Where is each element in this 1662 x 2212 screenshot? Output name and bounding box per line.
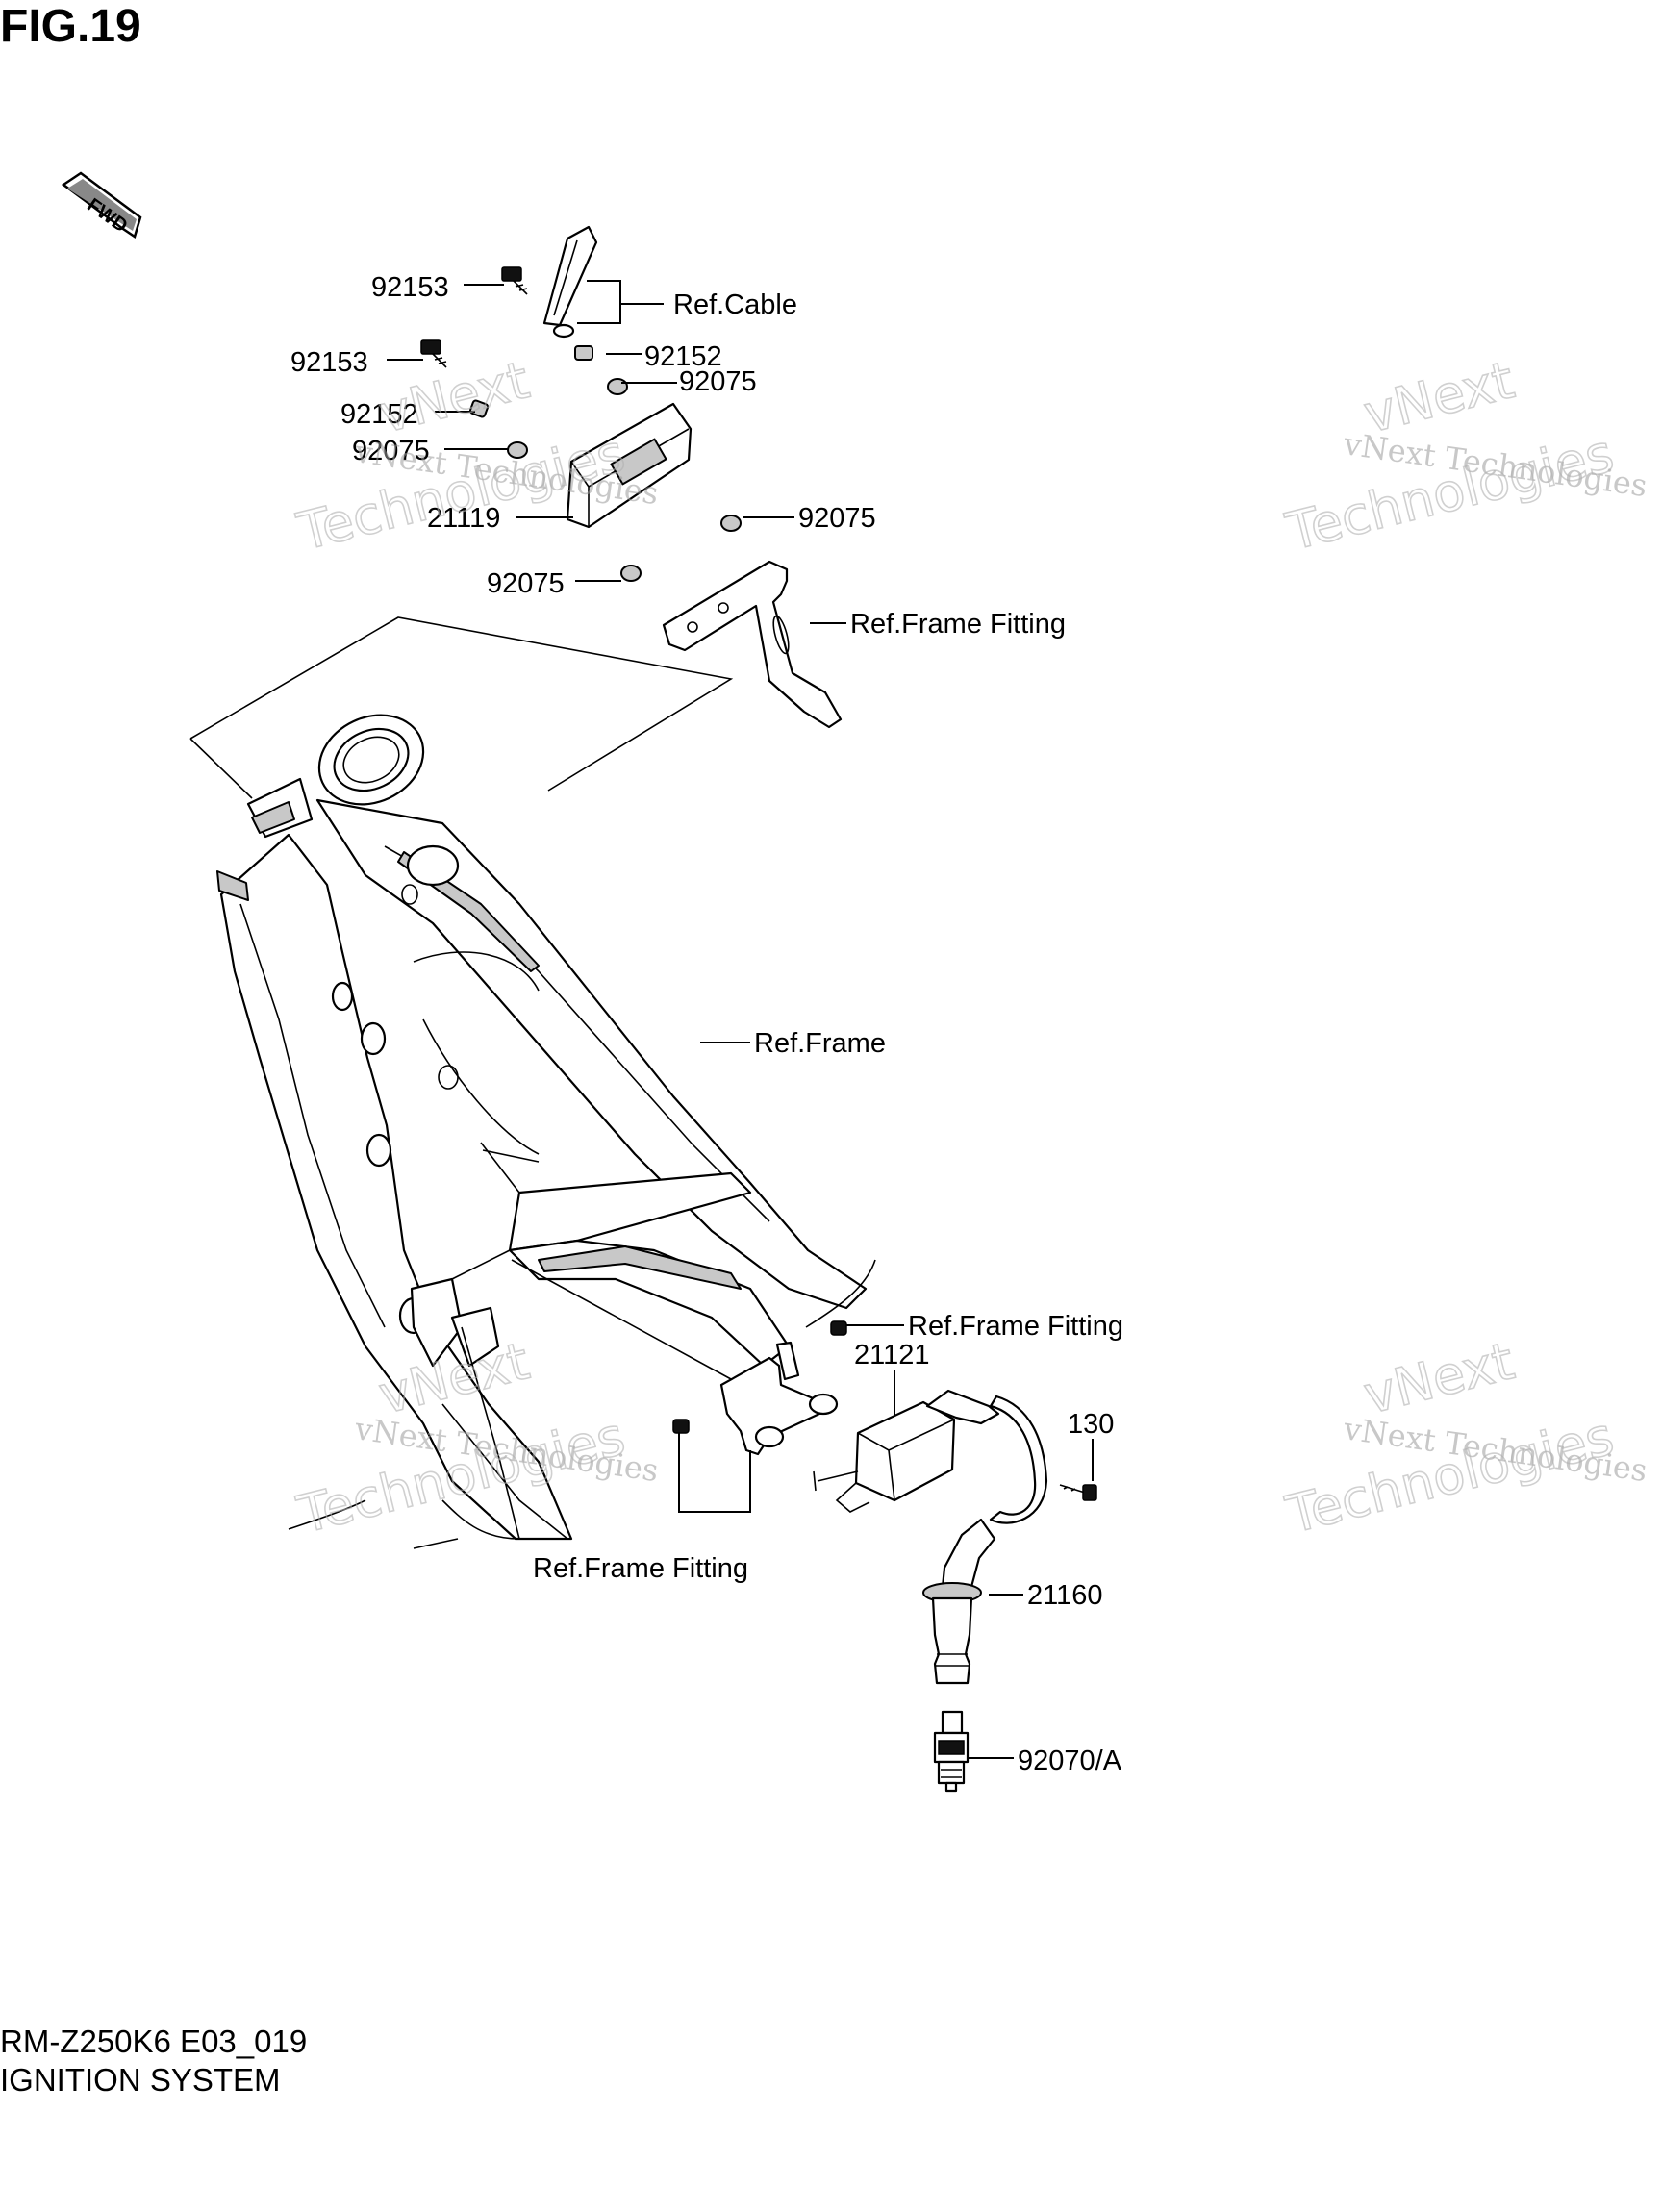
watermark-text: vNext [1358,349,1520,444]
watermark-text: Technologies [291,423,631,563]
label-ignition-coil: 21121 [854,1340,930,1370]
bolt-upper-part [501,266,528,295]
label-damper-left: 92075 [352,436,430,466]
label-cdi-unit: 21119 [427,503,500,534]
model-code: RM-Z250K6 E03_019 [0,2023,308,2059]
cdi-unit-part [566,402,692,529]
cable-clamp [542,225,598,339]
label-frame-fitting-upper: Ref.Frame Fitting [850,609,1066,640]
fwd-arrow-icon: FWD [61,171,142,239]
plug-cap-part [922,1518,996,1685]
collar-right-part [574,345,593,361]
reference-box-outline [189,616,734,799]
watermark-upper-right: vNext Technologies vNext Technologies [1279,349,1649,564]
label-damper-right: 92075 [798,503,876,534]
label-frame-fitting-mid: Ref.Frame Fitting [908,1311,1123,1342]
damper-right-part [720,515,742,532]
figure-title: FIG.19 [0,1,141,52]
label-plug-cap: 21160 [1027,1580,1103,1611]
label-bolt-upper: 92153 [371,272,449,303]
label-collar-left: 92152 [340,399,418,430]
label-frame-fitting-lower: Ref.Frame Fitting [533,1553,748,1584]
watermark-text: vNext [1358,1330,1520,1425]
leader-lines [387,280,1094,1759]
label-cable-ref: Ref.Cable [673,289,797,320]
coil-mount-bracket [719,1341,839,1456]
bolt-130-part [1059,1484,1097,1501]
section-name: IGNITION SYSTEM [0,2062,281,2098]
frame-fitting-lower-bolt [672,1419,690,1434]
frame-fitting-upper-bracket [662,560,843,729]
label-frame-ref: Ref.Frame [754,1028,886,1059]
frame-fitting-mid-bolt [830,1320,847,1336]
damper-top-part [607,378,628,395]
bolt-lower-part [420,339,447,368]
label-spark-plug: 92070/A [1018,1746,1122,1776]
spark-plug-part [933,1710,970,1793]
label-bolt-130: 130 [1068,1409,1114,1440]
damper-bottom-part [620,565,642,582]
label-bolt-lower: 92153 [290,347,368,378]
ignition-coil-part [813,1389,1000,1513]
motorcycle-frame [216,714,876,1549]
label-damper-bottom: 92075 [487,568,565,599]
watermark-text: vNext [373,349,535,444]
watermark-lower-left: vNext Technologies vNext Technologies [290,1330,661,1546]
watermark-lower-right: vNext Technologies vNext Technologies [1279,1330,1649,1546]
collar-left-part [468,399,490,418]
high-tension-lead [989,1395,1048,1524]
label-damper-top: 92075 [679,366,757,397]
callout-labels: 92153 92153 Ref.Cable 92152 92075 92152 … [290,272,1123,1776]
label-collar-right: 92152 [644,341,722,372]
